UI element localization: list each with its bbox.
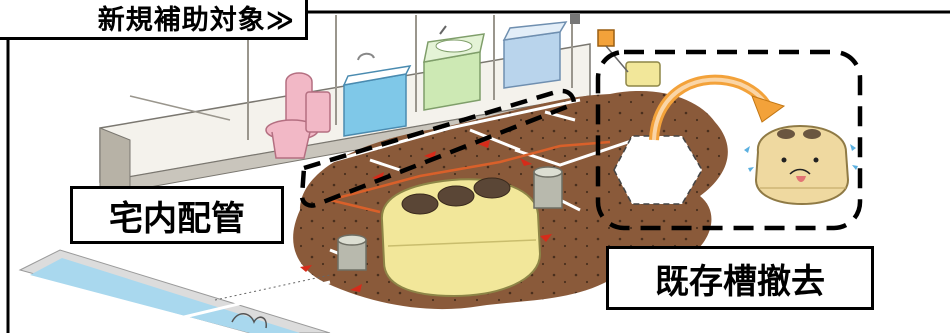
orange-pipe xyxy=(329,140,611,214)
bathtub-icon xyxy=(342,52,412,137)
control-box-icon xyxy=(597,29,661,87)
toilet-icon xyxy=(265,72,331,159)
washbasin-icon xyxy=(423,25,485,111)
removal-arrow xyxy=(649,74,786,141)
scene-frame xyxy=(6,10,950,333)
piping-dashed-outline xyxy=(299,88,577,208)
existing-tank-removal-label: 既存槽撤去 xyxy=(606,246,874,310)
utility-sink-icon xyxy=(502,14,580,89)
sad-old-tank-icon xyxy=(744,124,858,206)
inspection-pipe-right xyxy=(533,166,563,209)
new-septic-tank xyxy=(380,177,542,298)
flow-arrows xyxy=(300,140,552,292)
removed-tank-hexagon xyxy=(613,135,703,205)
title-label: 新規補助対象≫ xyxy=(0,0,308,40)
drainage-ditch xyxy=(18,249,331,333)
removal-dashed-outline xyxy=(595,49,863,231)
inspection-pipe-left xyxy=(337,234,367,271)
sewer-lines xyxy=(179,98,641,320)
indoor-piping-label: 宅内配管 xyxy=(70,186,284,244)
